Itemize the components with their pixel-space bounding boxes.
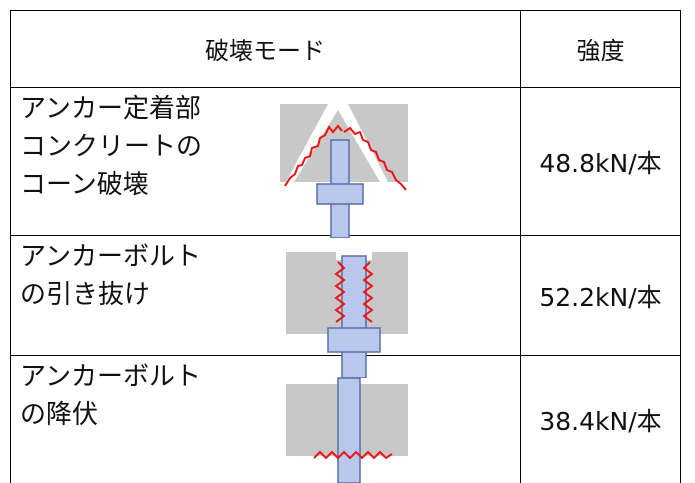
mode-label-yield: アンカーボルト の降伏 <box>20 362 201 430</box>
strength-value-yield: 38.4kN/本 <box>539 406 662 436</box>
anchor-bolt-shaft <box>337 377 361 483</box>
strength-value-cone: 48.8kN/本 <box>539 148 662 178</box>
row-divider-header <box>10 87 681 88</box>
crack-line <box>362 261 374 323</box>
pullout-figure <box>286 252 408 378</box>
crack-line <box>284 124 343 187</box>
crack-line <box>343 126 407 191</box>
cone-failure-figure <box>280 104 408 238</box>
header-strength: 強度 <box>576 37 625 65</box>
anchor-bolt-nut <box>327 327 381 353</box>
strength-value-pullout: 52.2kN/本 <box>539 282 662 312</box>
failure-mode-table: 破壊モード 強度 アンカー定着部 コンクリートの コーン破壊 48.8kN/本 … <box>10 10 681 483</box>
mode-label-cone: アンカー定着部 コンクリートの コーン破壊 <box>20 94 203 200</box>
table-border-left <box>10 10 11 483</box>
bolt-yield-figure <box>286 377 408 483</box>
header-mode: 破壊モード <box>205 37 325 65</box>
mode-label-pullout: アンカーボルト の引き抜け <box>20 242 201 310</box>
concrete-block <box>348 104 408 182</box>
anchor-bolt-nut <box>316 183 364 205</box>
column-divider-strength <box>520 10 521 483</box>
crack-line <box>313 450 393 460</box>
table-border-right <box>680 10 681 483</box>
concrete-block <box>280 104 328 182</box>
table-border-top <box>10 10 681 11</box>
crack-line <box>334 261 346 323</box>
anchor-bolt-shaft <box>341 255 367 378</box>
